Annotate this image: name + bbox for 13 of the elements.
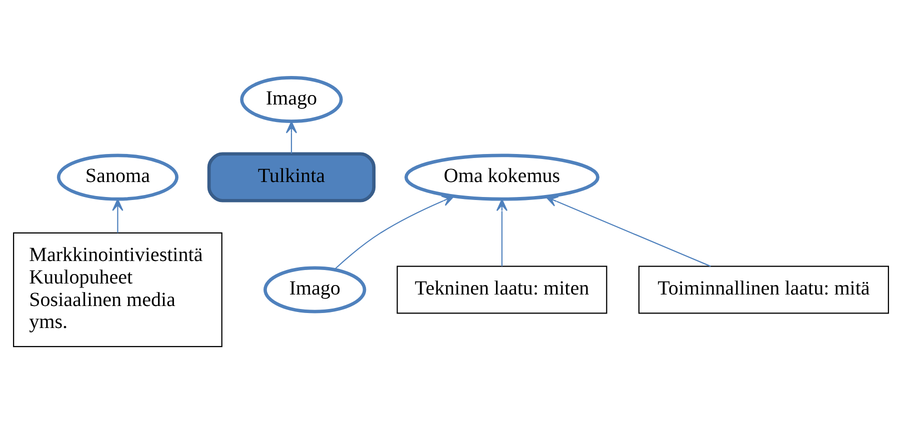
arrow xyxy=(286,121,298,154)
arrow xyxy=(334,196,454,270)
arrow xyxy=(546,196,711,267)
node-ellipse: Imago xyxy=(240,76,343,123)
arrow xyxy=(112,198,124,233)
node-box: Tulkinta xyxy=(207,152,376,202)
node-box: Toiminnallinen laatu: mitä xyxy=(638,266,889,314)
node-ellipse: Oma kokemus xyxy=(404,154,600,201)
node-ellipse: Sanoma xyxy=(56,154,178,201)
node-box: Markkinointiviestintä Kuulopuheet Sosiaalinen media yms. xyxy=(13,232,222,348)
node-ellipse: Imago xyxy=(264,266,366,314)
arrow xyxy=(496,198,508,266)
node-box: Tekninen laatu: miten xyxy=(396,266,608,314)
